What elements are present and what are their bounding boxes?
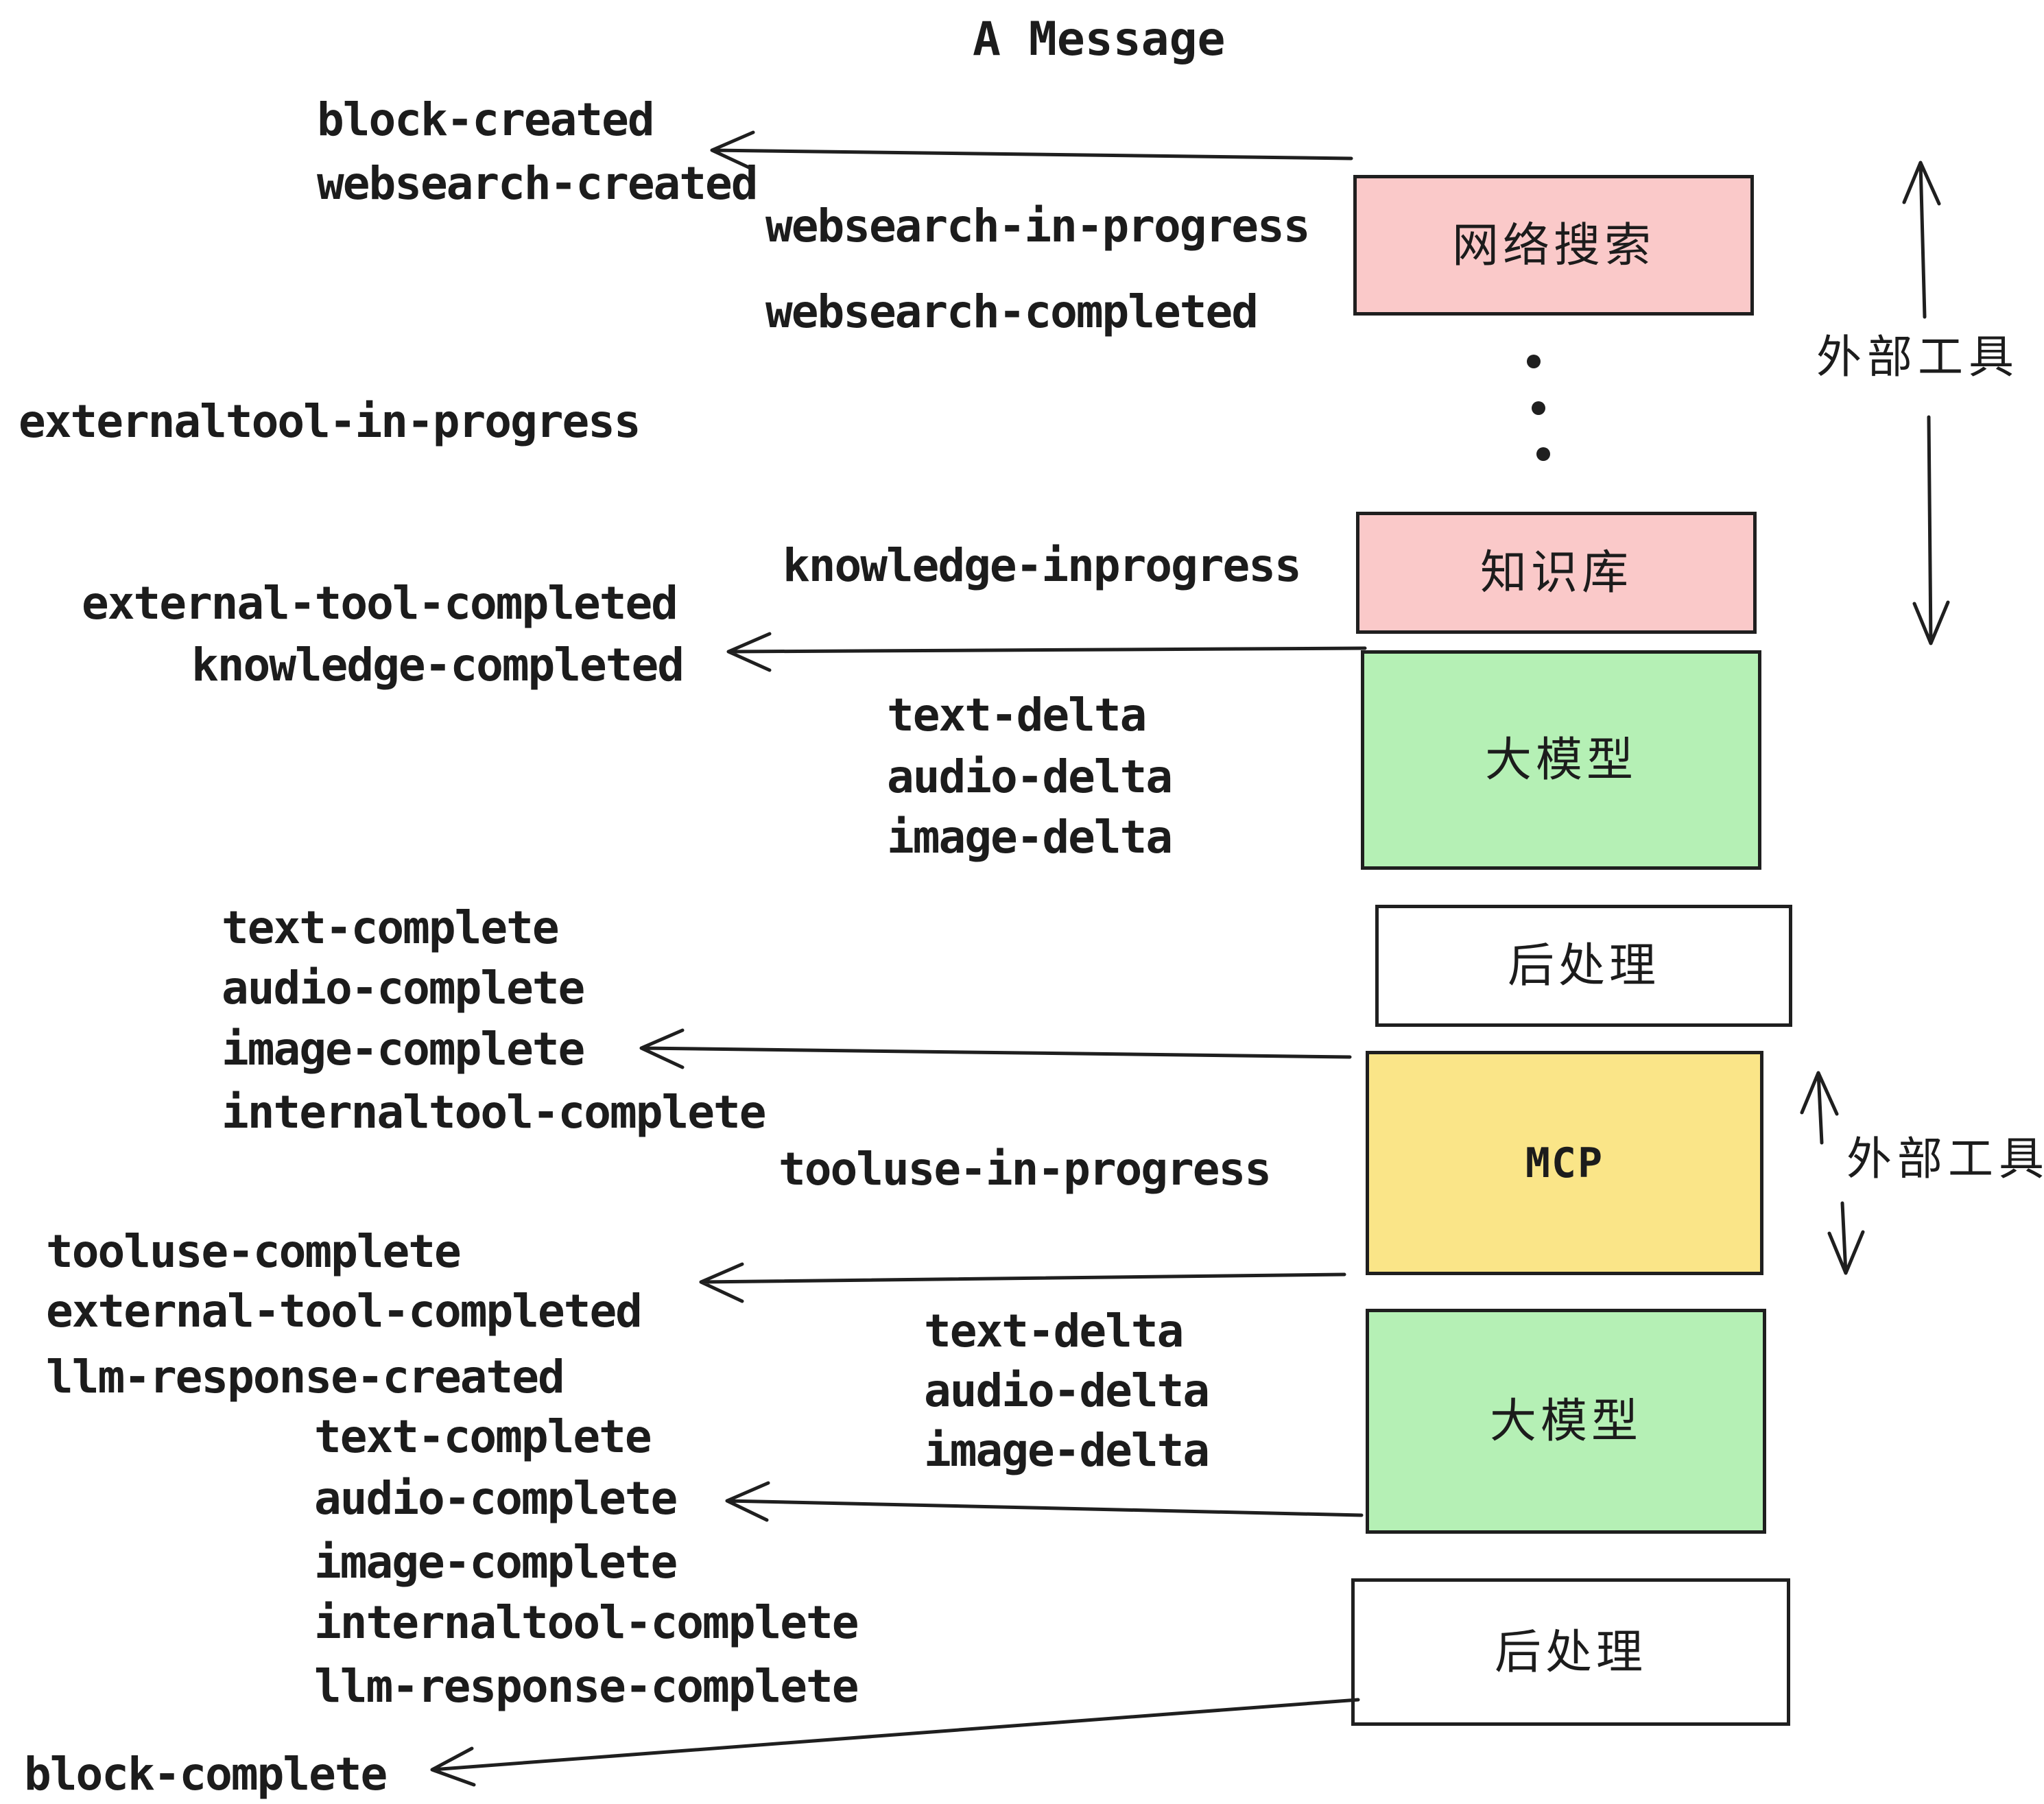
event-label-text-complete-2: text-complete [314,1410,652,1463]
arrow-audio-complete-2-icon [725,1481,1364,1522]
event-label-block-created: block-created [317,93,655,146]
event-label-image-complete-1: image-complete [222,1023,585,1076]
node-websearch-label: 网络搜索 [1451,219,1655,272]
side-label-external-tools-2: 外部工具 [1846,1133,2044,1184]
event-label-text-delta-1: text-delta [887,689,1147,741]
node-llm-1-label: 大模型 [1484,734,1637,786]
node-llm-2-label: 大模型 [1489,1395,1642,1447]
event-label-image-delta-1: image-delta [887,811,1173,864]
event-label-external-tool-completed-1: external-tool-completed [82,577,678,630]
node-mcp-label: MCP [1525,1139,1604,1187]
event-label-tooluse-in-progress: tooluse-in-progress [779,1143,1272,1196]
event-label-llm-response-complete: llm-response-complete [314,1660,859,1713]
arrow-external-tools-up-2-icon [1800,1071,1839,1145]
event-label-websearch-created: websearch-created [317,157,759,210]
event-label-image-complete-2: image-complete [314,1536,678,1589]
arrow-tooluse-complete-icon [699,1262,1346,1303]
node-postprocess-2-label: 后处理 [1494,1626,1647,1678]
node-llm-1: 大模型 [1361,650,1761,870]
event-label-knowledge-completed: knowledge-completed [191,639,685,691]
node-llm-2: 大模型 [1366,1309,1766,1534]
event-label-audio-complete-2: audio-complete [314,1472,678,1525]
event-label-tooluse-complete: tooluse-complete [46,1225,462,1278]
event-label-knowledge-inprogress: knowledge-inprogress [783,539,1302,592]
arrow-external-tools-down-1-icon [1912,415,1950,645]
event-label-external-tool-completed-2: external-tool-completed [46,1285,643,1338]
event-label-text-complete-1: text-complete [222,901,560,954]
arrow-external-tools-down-2-icon [1827,1201,1865,1275]
event-label-internaltool-complete-2: internaltool-complete [314,1596,859,1649]
event-label-audio-delta-1: audio-delta [887,750,1173,803]
event-label-text-delta-2: text-delta [924,1305,1184,1357]
event-label-internaltool-complete-1: internaltool-complete [222,1086,766,1139]
arrow-internal-complete-1-icon [639,1028,1352,1069]
page-title: A Message [973,12,1226,67]
node-mcp: MCP [1366,1051,1763,1275]
side-label-external-tools-1: 外部工具 [1816,331,2019,382]
node-postprocess-2: 后处理 [1351,1578,1790,1726]
arrow-knowledge-completed-icon [726,632,1367,672]
node-postprocess-1: 后处理 [1375,905,1792,1027]
node-websearch: 网络搜索 [1353,175,1754,316]
ellipsis-dots-icon [1527,355,1550,461]
event-label-image-delta-2: image-delta [924,1424,1210,1477]
event-label-websearch-completed: websearch-completed [765,285,1259,338]
event-label-websearch-in-progress: websearch-in-progress [765,200,1310,252]
event-label-block-complete: block-complete [24,1748,388,1801]
arrow-external-tools-up-1-icon [1902,161,1941,319]
event-label-externaltool-in-progress: externaltool-in-progress [19,395,641,448]
event-label-audio-delta-2: audio-delta [924,1364,1210,1417]
arrow-websearch-created-icon [710,130,1353,171]
node-knowledge-label: 知识库 [1479,547,1632,599]
event-label-llm-response-created: llm-response-created [46,1351,565,1403]
node-postprocess-1-label: 后处理 [1507,940,1660,992]
event-label-audio-complete-1: audio-complete [222,962,585,1014]
node-knowledge: 知识库 [1356,512,1757,634]
